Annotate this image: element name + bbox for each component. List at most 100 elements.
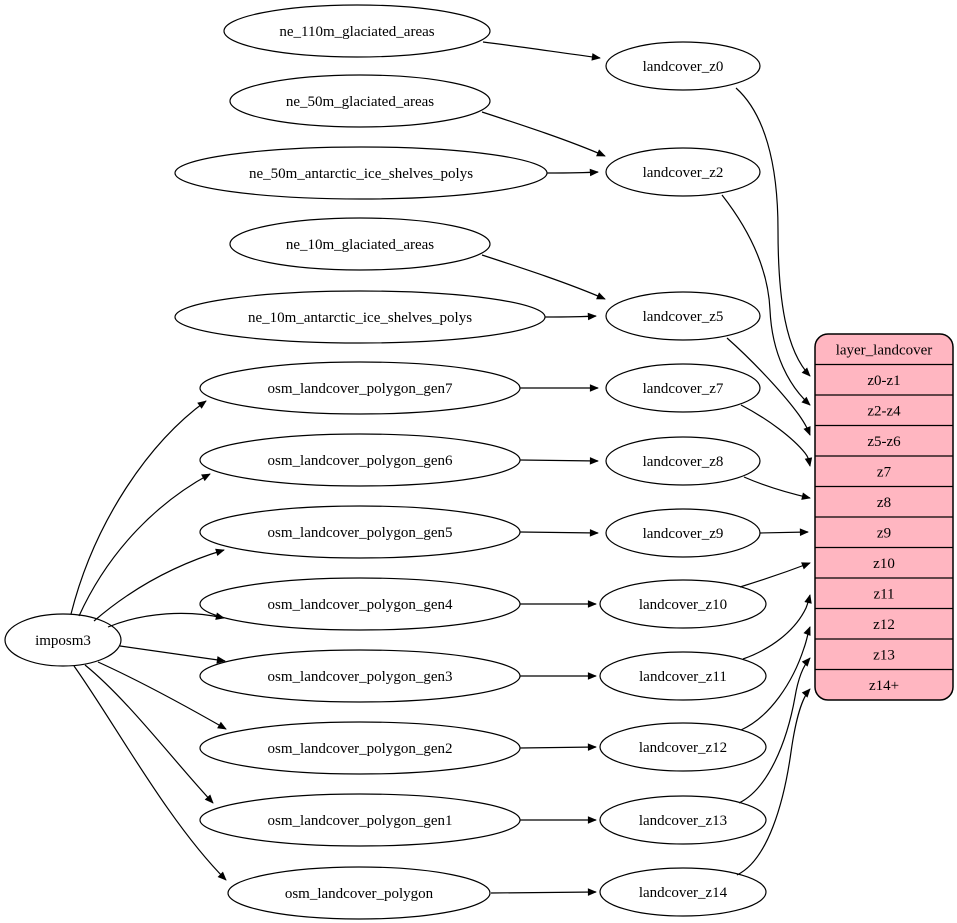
node-ellipse (229, 74, 491, 128)
record-row-z8: z8 (877, 495, 891, 511)
node-label-landcover_z0: landcover_z0 (643, 59, 724, 75)
edge-ne_50m_antarctic_ice_shelves_polys-to-landcover_z2 (546, 168, 599, 177)
node-landcover_z7: landcover_z7 (605, 363, 761, 413)
node-landcover_z2: landcover_z2 (605, 147, 761, 197)
node-landcover_z0: landcover_z0 (605, 41, 761, 91)
node-label-landcover_z13: landcover_z13 (639, 813, 727, 829)
edge-landcover_z9-to-row-z9 (759, 528, 809, 536)
edge-landcover_z13-to-row-z13 (738, 657, 811, 804)
edge-ne_10m_antarctic_ice_shelves_polys-to-landcover_z5 (544, 312, 597, 321)
node-ellipse (599, 722, 767, 772)
node-landcover_z13: landcover_z13 (599, 795, 767, 845)
record-row-z11: z11 (873, 586, 894, 602)
node-osm_landcover_polygon_gen6: osm_landcover_polygon_gen6 (199, 433, 521, 487)
node-landcover_z8: landcover_z8 (605, 436, 761, 486)
node-label-osm_landcover_polygon_gen1: osm_landcover_polygon_gen1 (268, 813, 453, 829)
record-title: layer_landcover (836, 342, 933, 358)
edge-ne_50m_glaciated_areas-to-landcover_z2 (481, 111, 606, 157)
edge-landcover_z7-to-row-z7 (740, 404, 813, 467)
edge-imposm3-to-osm_landcover_polygon (73, 665, 227, 881)
node-label-osm_landcover_polygon_gen7: osm_landcover_polygon_gen7 (268, 381, 453, 397)
record-row-z5-z6: z5-z6 (867, 434, 901, 450)
edge-imposm3-to-osm_landcover_polygon_gen2 (97, 661, 227, 730)
node-label-ne_110m_glaciated_areas: ne_110m_glaciated_areas (279, 24, 434, 40)
node-landcover_z12: landcover_z12 (599, 722, 767, 772)
edge-landcover_z12-to-row-z12 (740, 626, 811, 731)
record-row-z12: z12 (873, 617, 895, 633)
node-label-landcover_z11: landcover_z11 (639, 669, 727, 685)
node-ellipse (605, 363, 761, 413)
node-label-ne_50m_antarctic_ice_shelves_polys: ne_50m_antarctic_ice_shelves_polys (249, 166, 473, 182)
node-osm_landcover_polygon_gen3: osm_landcover_polygon_gen3 (199, 649, 521, 703)
node-label-landcover_z10: landcover_z10 (639, 597, 727, 613)
node-label-landcover_z5: landcover_z5 (643, 309, 724, 325)
node-label-landcover_z8: landcover_z8 (643, 454, 724, 470)
node-ellipse (605, 41, 761, 91)
node-ellipse (599, 579, 767, 629)
node-ellipse (605, 147, 761, 197)
node-label-osm_landcover_polygon_gen3: osm_landcover_polygon_gen3 (268, 669, 453, 685)
node-label-landcover_z9: landcover_z9 (643, 526, 724, 542)
node-label-landcover_z7: landcover_z7 (643, 381, 724, 397)
node-label-ne_10m_glaciated_areas: ne_10m_glaciated_areas (286, 237, 434, 253)
node-label-osm_landcover_polygon_gen6: osm_landcover_polygon_gen6 (268, 453, 453, 469)
edge-osm_landcover_polygon-to-landcover_z14 (490, 888, 597, 896)
node-ellipse (599, 795, 767, 845)
node-ellipse (605, 291, 761, 341)
node-ne_10m_glaciated_areas: ne_10m_glaciated_areas (229, 217, 491, 271)
node-ellipse (227, 866, 491, 920)
node-label-osm_landcover_polygon_gen5: osm_landcover_polygon_gen5 (268, 525, 453, 541)
record-row-z7: z7 (877, 464, 892, 480)
node-ne_110m_glaciated_areas: ne_110m_glaciated_areas (223, 4, 491, 58)
node-label-ne_50m_glaciated_areas: ne_50m_glaciated_areas (286, 94, 434, 110)
node-ellipse (599, 651, 767, 701)
edge-imposm3-to-osm_landcover_polygon_gen1 (84, 664, 214, 804)
node-landcover_z14: landcover_z14 (599, 867, 767, 917)
record-row-z14+: z14+ (869, 678, 899, 694)
record-row-z9: z9 (877, 525, 891, 541)
node-label-osm_landcover_polygon: osm_landcover_polygon (285, 886, 434, 902)
node-label-osm_landcover_polygon_gen4: osm_landcover_polygon_gen4 (268, 597, 453, 613)
edge-landcover_z0-to-row-z0-z1 (735, 87, 811, 377)
edges-layer (70, 41, 813, 896)
node-osm_landcover_polygon_gen2: osm_landcover_polygon_gen2 (199, 721, 521, 775)
edge-imposm3-to-osm_landcover_polygon_gen3 (119, 645, 226, 664)
node-imposm3: imposm3 (4, 613, 122, 667)
node-label-landcover_z2: landcover_z2 (643, 165, 724, 181)
edge-osm_landcover_polygon_gen5-to-landcover_z9 (519, 529, 599, 537)
record-row-z10: z10 (873, 556, 895, 572)
node-landcover_z5: landcover_z5 (605, 291, 761, 341)
node-landcover_z9: landcover_z9 (605, 508, 761, 558)
edge-osm_landcover_polygon_gen2-to-landcover_z12 (519, 743, 597, 751)
node-landcover_z11: landcover_z11 (599, 651, 767, 701)
node-ellipse (599, 867, 767, 917)
edge-landcover_z2-to-row-z2-z4 (721, 194, 811, 406)
node-ellipse (605, 436, 761, 486)
edge-imposm3-to-osm_landcover_polygon_gen6 (78, 473, 211, 617)
edge-osm_landcover_polygon_gen6-to-landcover_z8 (519, 457, 599, 465)
node-osm_landcover_polygon_gen5: osm_landcover_polygon_gen5 (199, 505, 521, 559)
record-row-z0-z1: z0-z1 (867, 373, 900, 389)
edge-landcover_z14-to-row-z14+ (736, 688, 811, 876)
edge-ne_10m_glaciated_areas-to-landcover_z5 (481, 254, 606, 300)
node-ne_10m_antarctic_ice_shelves_polys: ne_10m_antarctic_ice_shelves_polys (174, 290, 546, 344)
record-node-layer_landcover: layer_landcover z0-z1 z2-z4 z5-z6 z7 z8 z9 z10 z… (814, 333, 954, 701)
edge-imposm3-to-osm_landcover_polygon_gen7 (70, 400, 207, 615)
edge-landcover_z5-to-row-z5-z6 (726, 337, 811, 436)
record-row-z2-z4: z2-z4 (867, 403, 901, 419)
nodes-layer: imposm3 ne_110m_glaciated_areas ne_50m_gla… (4, 4, 767, 920)
node-landcover_z10: landcover_z10 (599, 579, 767, 629)
node-ne_50m_antarctic_ice_shelves_polys: ne_50m_antarctic_ice_shelves_polys (174, 146, 548, 200)
node-label-imposm3: imposm3 (35, 633, 91, 649)
node-label-osm_landcover_polygon_gen2: osm_landcover_polygon_gen2 (268, 741, 453, 757)
node-ellipse (4, 613, 122, 667)
edge-ne_110m_glaciated_areas-to-landcover_z0 (482, 41, 601, 61)
node-label-ne_10m_antarctic_ice_shelves_polys: ne_10m_antarctic_ice_shelves_polys (248, 310, 472, 326)
edge-imposm3-to-osm_landcover_polygon_gen4 (107, 612, 225, 628)
node-osm_landcover_polygon_gen7: osm_landcover_polygon_gen7 (199, 361, 521, 415)
record-row-z13: z13 (873, 647, 895, 663)
node-label-landcover_z14: landcover_z14 (639, 885, 728, 901)
edge-imposm3-to-osm_landcover_polygon_gen5 (93, 548, 225, 622)
node-osm_landcover_polygon: osm_landcover_polygon (227, 866, 491, 920)
node-osm_landcover_polygon_gen1: osm_landcover_polygon_gen1 (199, 793, 521, 847)
